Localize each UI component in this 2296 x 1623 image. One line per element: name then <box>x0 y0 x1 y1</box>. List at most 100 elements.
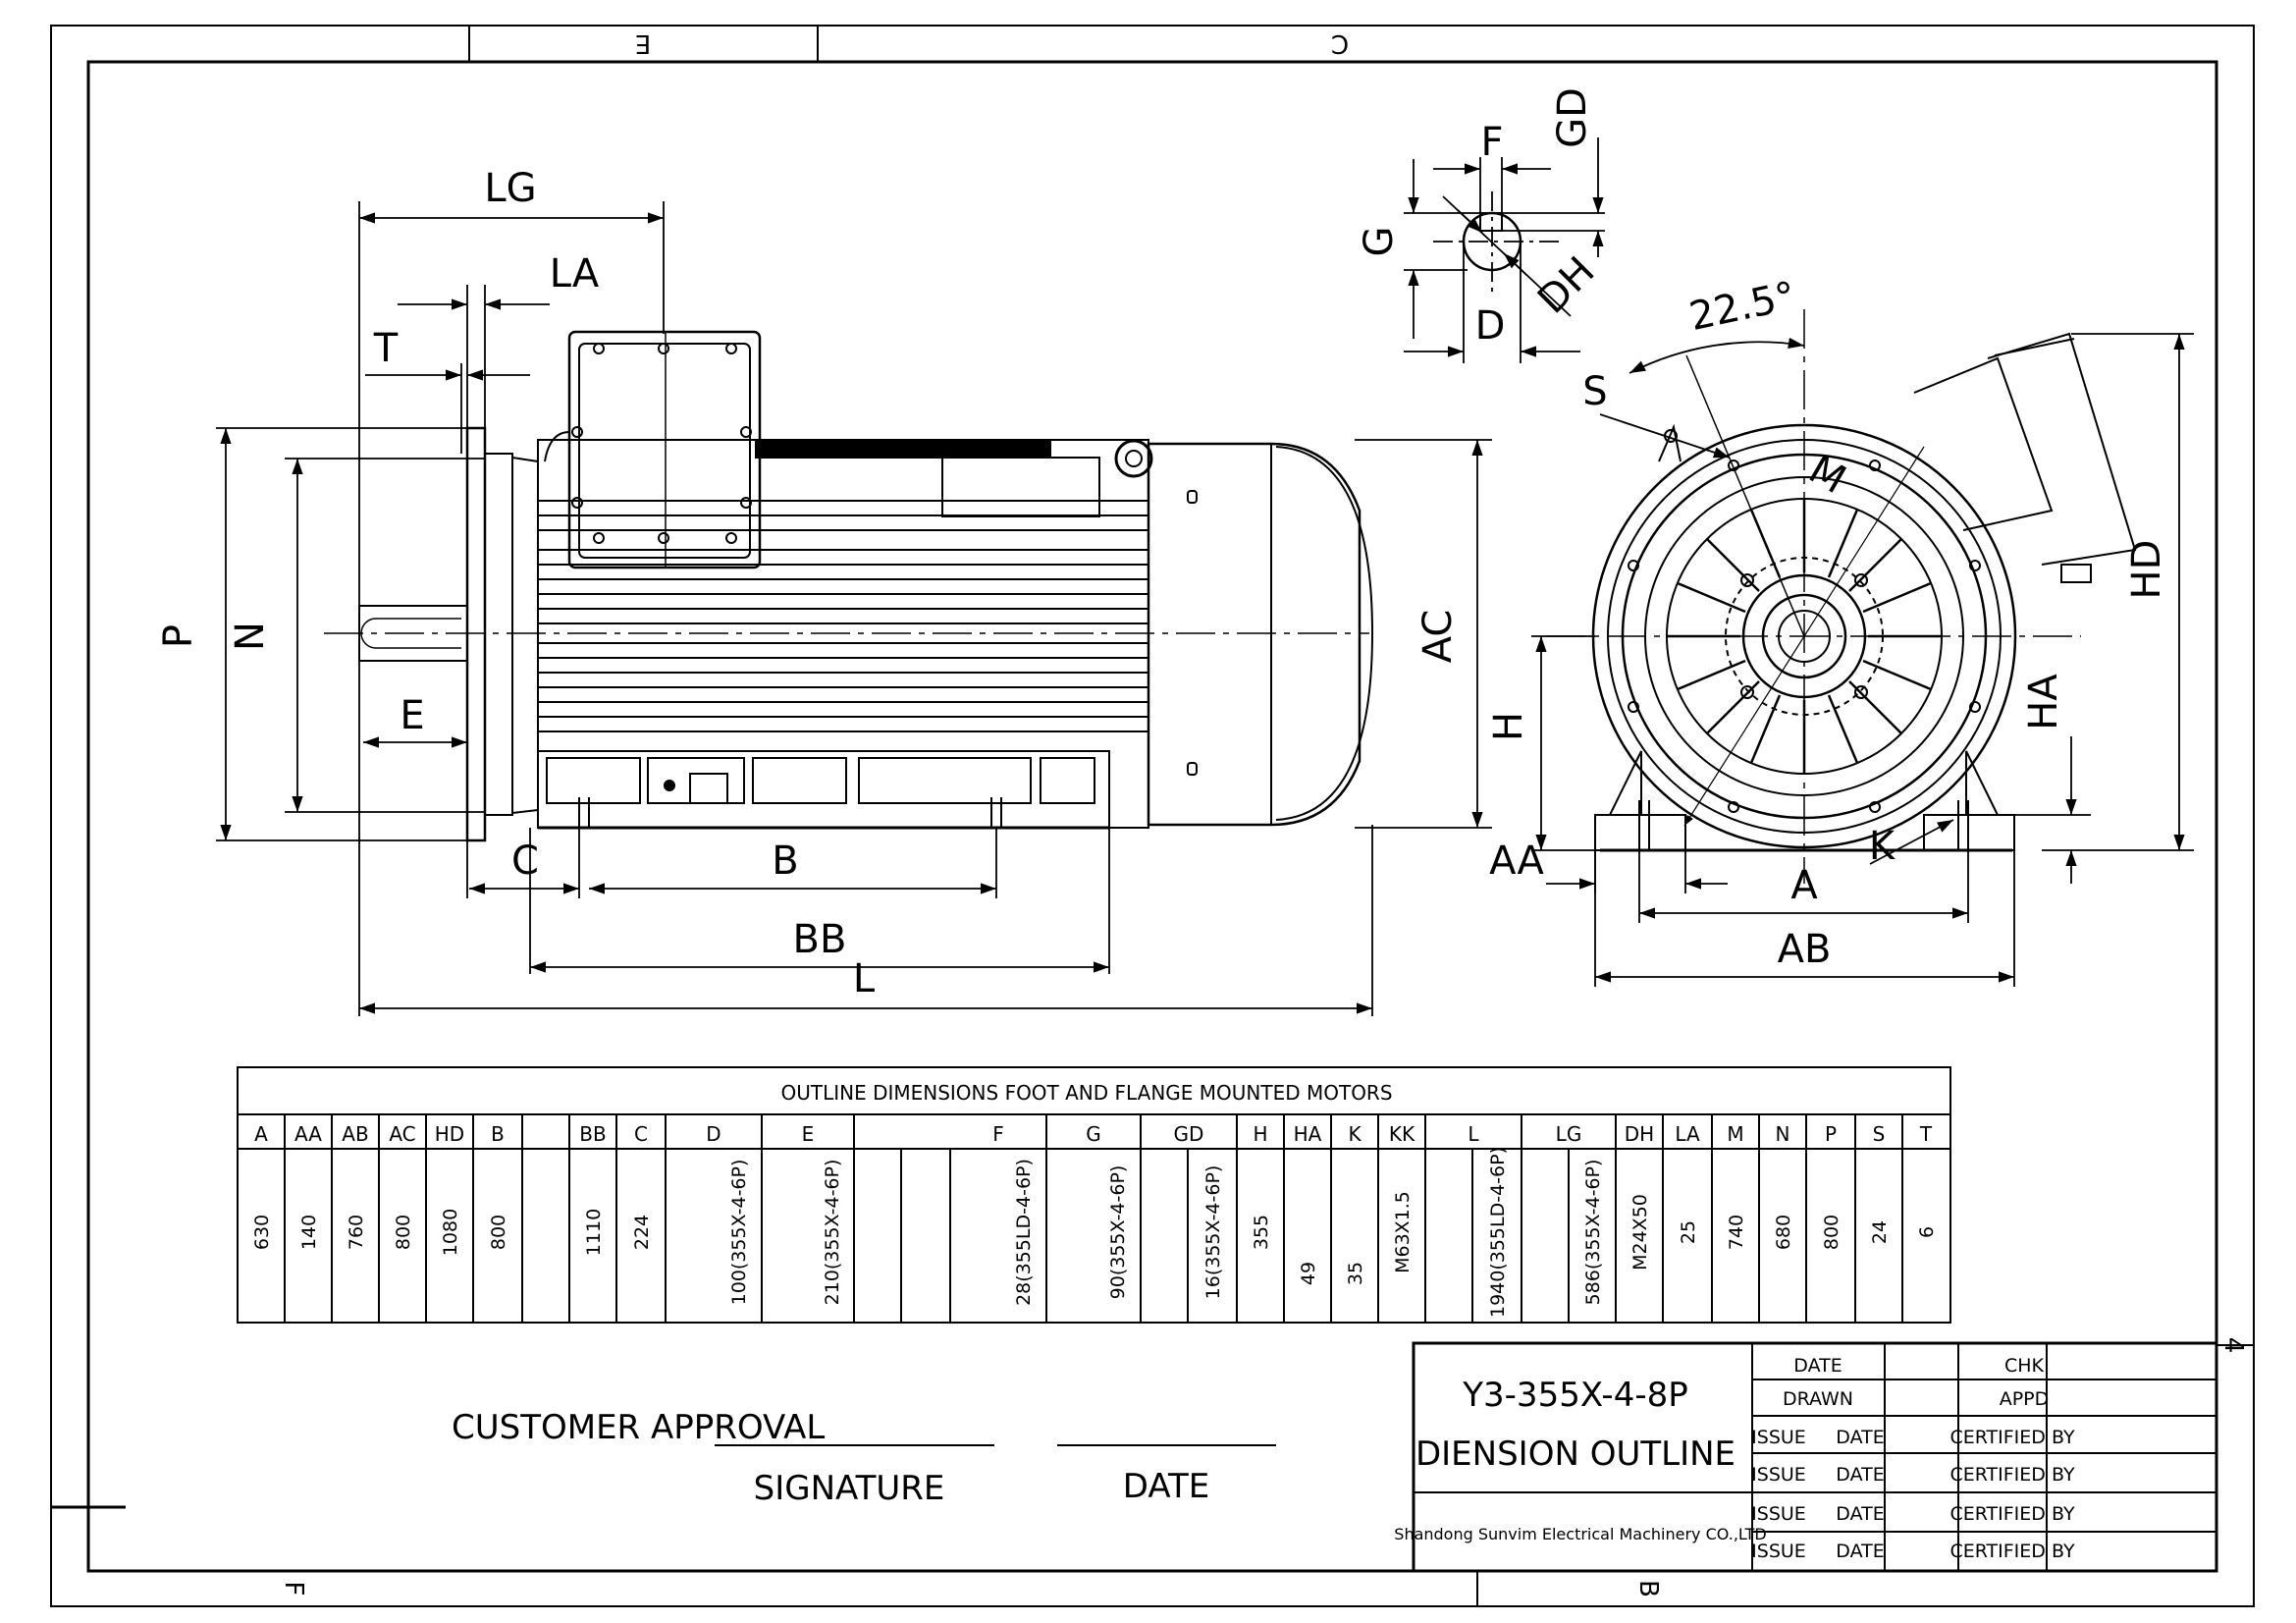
customer-approval-label: CUSTOMER APPROVAL <box>452 1408 825 1447</box>
customer-approval: CUSTOMER APPROVAL SIGNATURE DATE <box>452 1408 1276 1508</box>
table-header-a: A <box>254 1122 268 1146</box>
issue-label-4: ISSUE <box>1751 1541 1806 1562</box>
table-value-h: 355 <box>1251 1215 1272 1250</box>
table-header-k: K <box>1348 1122 1362 1146</box>
dim-label-ha: HA <box>2021 674 2066 730</box>
table-value-bb: 1110 <box>583 1209 605 1256</box>
table-value-f: 28(355LD-4-6P) <box>1013 1159 1035 1306</box>
table-value-n: 680 <box>1773 1215 1794 1250</box>
table-value-m: 740 <box>1726 1215 1747 1250</box>
drawing-subtitle: DIENSION OUTLINE <box>1415 1434 1735 1474</box>
table-header-d: D <box>706 1122 721 1146</box>
table-value-e: 210(355X-4-6P) <box>822 1160 843 1306</box>
table-header-la: LA <box>1675 1122 1700 1146</box>
title-chk: CHK <box>2004 1355 2045 1377</box>
table-header-lg: LG <box>1556 1122 1582 1146</box>
table-value-gd: 16(355X-4-6P) <box>1202 1165 1224 1300</box>
table-header-c: C <box>634 1122 648 1146</box>
table-value-aa: 140 <box>298 1215 320 1250</box>
table-value-dh: M24X50 <box>1629 1194 1651 1271</box>
table-value-ac: 800 <box>393 1215 414 1250</box>
table-header-p: P <box>1825 1122 1837 1146</box>
zone-marker-e: E <box>635 28 651 58</box>
table-header-aa: AA <box>294 1122 322 1146</box>
dim-label-f: F <box>1480 120 1503 165</box>
certified-by-1: CERTIFIED BY <box>1949 1427 2075 1448</box>
table-header-ab: AB <box>342 1122 368 1146</box>
issue-date-2: DATE <box>1836 1464 1884 1486</box>
table-value-t: 6 <box>1916 1226 1938 1238</box>
table-header-b: B <box>491 1122 505 1146</box>
dim-label-aa: AA <box>1489 839 1544 884</box>
table-title: OUTLINE DIMENSIONS FOOT AND FLANGE MOUNT… <box>780 1081 1392 1105</box>
dim-label-dh: DH <box>1529 248 1604 323</box>
title-block: Y3-355X-4-8P DIENSION OUTLINE Shandong S… <box>1394 1341 2218 1573</box>
issue-date-4: DATE <box>1836 1541 1884 1562</box>
table-value-a: 630 <box>251 1215 273 1250</box>
dim-label-c: C <box>511 839 539 884</box>
dim-label-hd: HD <box>2124 540 2169 600</box>
table-header-kk: KK <box>1389 1122 1415 1146</box>
dim-label-t: T <box>373 326 399 371</box>
table-value-d: 100(355X-4-6P) <box>728 1160 750 1306</box>
end-view-motor <box>1546 309 2137 884</box>
dim-label-e: E <box>400 693 424 738</box>
issue-label-3: ISSUE <box>1751 1503 1806 1525</box>
drawing-frame <box>50 25 2255 1607</box>
shaft-detail <box>1404 137 1605 363</box>
issue-date-3: DATE <box>1836 1503 1884 1525</box>
table-value-kk: M63X1.5 <box>1392 1191 1414 1273</box>
table-header-gd: GD <box>1174 1122 1204 1146</box>
table-header-bb: BB <box>579 1122 606 1146</box>
title-appd: APPD <box>2000 1388 2050 1410</box>
table-value-c: 224 <box>631 1215 653 1250</box>
dim-label-ac: AC <box>1415 610 1461 664</box>
issue-date-1: DATE <box>1836 1427 1884 1448</box>
dim-label-b: B <box>772 839 798 884</box>
table-value-lg: 586(355X-4-6P) <box>1582 1160 1604 1306</box>
table-header-dh: DH <box>1625 1122 1654 1146</box>
table-header-t: T <box>1919 1122 1933 1146</box>
zone-marker-f: F <box>279 1582 308 1596</box>
side-view-dimensions <box>216 201 1492 1016</box>
dimension-table: OUTLINE DIMENSIONS FOOT AND FLANGE MOUNT… <box>237 1066 1951 1324</box>
dim-label-lg: LG <box>484 166 536 211</box>
certified-by-2: CERTIFIED BY <box>1949 1464 2075 1486</box>
table-value-ab: 760 <box>346 1215 367 1250</box>
dim-label-s: S <box>1582 369 1607 414</box>
table-value-s: 24 <box>1869 1220 1891 1244</box>
dim-label-g: G <box>1357 227 1402 257</box>
issue-label-1: ISSUE <box>1751 1427 1806 1448</box>
table-header-s: S <box>1873 1122 1886 1146</box>
title-drawn: DRAWN <box>1783 1388 1853 1410</box>
table-header-g: G <box>1086 1122 1101 1146</box>
dim-label-l: L <box>853 956 876 1001</box>
dim-label-gd: GD <box>1550 87 1595 148</box>
zone-marker-4: 4 <box>2218 1337 2248 1354</box>
dim-label-p: P <box>156 624 201 648</box>
table-header-l: L <box>1468 1122 1479 1146</box>
table-header-n: N <box>1776 1122 1790 1146</box>
certified-by-3: CERTIFIED BY <box>1949 1503 2075 1525</box>
model-number: Y3-355X-4-8P <box>1462 1376 1687 1415</box>
table-header-ac: AC <box>389 1122 415 1146</box>
zone-marker-c: C <box>1331 28 1349 58</box>
dim-label-h: H <box>1486 712 1531 741</box>
end-view-dimensions <box>1531 333 2194 987</box>
signature-label: SIGNATURE <box>754 1469 945 1508</box>
dim-label-a: A <box>1790 863 1818 908</box>
certified-by-4: CERTIFIED BY <box>1949 1541 2075 1562</box>
dim-label-ab: AB <box>1778 927 1832 972</box>
dim-label-k: K <box>1869 824 1896 869</box>
table-header-f: F <box>992 1122 1004 1146</box>
dim-label-n: N <box>228 622 273 651</box>
table-value-k: 35 <box>1345 1262 1366 1285</box>
dim-label-bb: BB <box>793 917 847 962</box>
company-name: Shandong Sunvim Electrical Machinery CO.… <box>1394 1525 1766 1543</box>
table-value-hd: 1080 <box>440 1209 461 1256</box>
table-header-ha: HA <box>1294 1122 1322 1146</box>
dim-label-angle: 22.5° <box>1685 273 1799 340</box>
dim-label-la: LA <box>550 251 600 297</box>
side-view-motor <box>324 330 1374 842</box>
table-value-l: 1940(355LD-4-6P) <box>1487 1147 1509 1318</box>
